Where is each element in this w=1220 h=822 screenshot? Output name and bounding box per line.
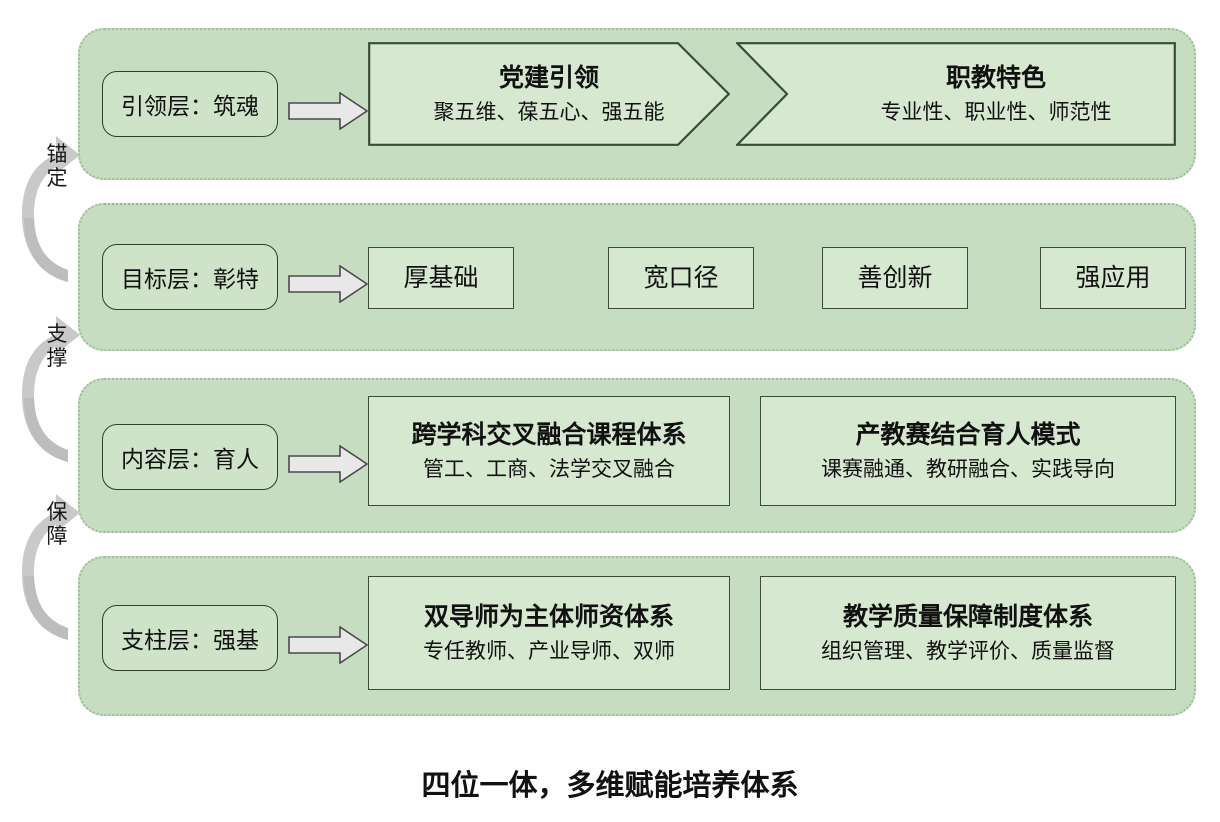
shape-chevron-vocational-features[interactable]: 职教特色 专业性、职业性、师范性 — [736, 42, 1176, 146]
box-sub: 课赛融通、教研融合、实践导向 — [821, 456, 1115, 481]
layer-pill-goal[interactable]: 目标层：彰特 — [102, 244, 278, 310]
box-sub: 组织管理、教学评价、质量监督 — [821, 638, 1115, 663]
content-box-1[interactable]: 产教赛结合育人模式 课赛融通、教研融合、实践导向 — [760, 396, 1176, 506]
shape-pentagon-party-leadership[interactable]: 党建引领 聚五维、葆五心、强五能 — [368, 42, 730, 146]
goal-box-2[interactable]: 善创新 — [822, 247, 968, 309]
box-title: 强应用 — [1075, 263, 1151, 292]
box-title: 宽口径 — [643, 263, 719, 292]
side-arrow-label-2: 保障 — [46, 500, 68, 549]
box-sub: 管工、工商、法学交叉融合 — [423, 456, 675, 481]
box-title: 厚基础 — [403, 263, 479, 292]
layer-row-goal: 目标层：彰特 厚基础 宽口径 善创新 强应用 — [78, 203, 1196, 351]
layer-row-pillar: 支柱层：强基 双导师为主体师资体系 专任教师、产业导师、双师 教学质量保障制度体… — [78, 556, 1196, 716]
right-block-arrow-icon — [288, 91, 369, 134]
right-block-arrow-icon — [288, 264, 369, 307]
pillar-box-0[interactable]: 双导师为主体师资体系 专任教师、产业导师、双师 — [368, 576, 730, 690]
curved-arrow-up-icon — [12, 120, 82, 310]
diagram-caption: 四位一体，多维赋能培养体系 — [421, 768, 799, 802]
right-block-arrow-icon — [288, 625, 369, 668]
side-arrow-label-1: 支撑 — [46, 322, 68, 371]
goal-box-1[interactable]: 宽口径 — [608, 247, 754, 309]
goal-box-0[interactable]: 厚基础 — [368, 247, 514, 309]
side-arrow-label-0: 锚定 — [46, 142, 68, 191]
box-title: 产教赛结合育人模式 — [855, 419, 1081, 449]
layer-pill-leading[interactable]: 引领层：筑魂 — [102, 71, 278, 137]
right-block-arrow-icon — [288, 444, 369, 487]
layer-row-leading: 引领层：筑魂 党建引领 聚五维、葆五心、强五能 职教特色 专业性、职业性、师范性 — [78, 28, 1196, 180]
layer-pill-content[interactable]: 内容层：育人 — [102, 424, 278, 490]
box-title: 双导师为主体师资体系 — [423, 601, 674, 631]
layer-pill-pillar[interactable]: 支柱层：强基 — [102, 605, 278, 671]
box-title: 善创新 — [857, 263, 933, 292]
goal-box-3[interactable]: 强应用 — [1040, 247, 1186, 309]
layer-row-content: 内容层：育人 跨学科交叉融合课程体系 管工、工商、法学交叉融合 产教赛结合育人模… — [78, 378, 1196, 533]
pillar-box-1[interactable]: 教学质量保障制度体系 组织管理、教学评价、质量监督 — [760, 576, 1176, 690]
curved-arrow-up-icon — [12, 478, 82, 668]
box-title: 跨学科交叉融合课程体系 — [411, 419, 687, 449]
box-sub: 专任教师、产业导师、双师 — [423, 638, 675, 663]
content-box-0[interactable]: 跨学科交叉融合课程体系 管工、工商、法学交叉融合 — [368, 396, 730, 506]
box-title: 教学质量保障制度体系 — [842, 601, 1093, 631]
curved-arrow-up-icon — [12, 300, 82, 490]
